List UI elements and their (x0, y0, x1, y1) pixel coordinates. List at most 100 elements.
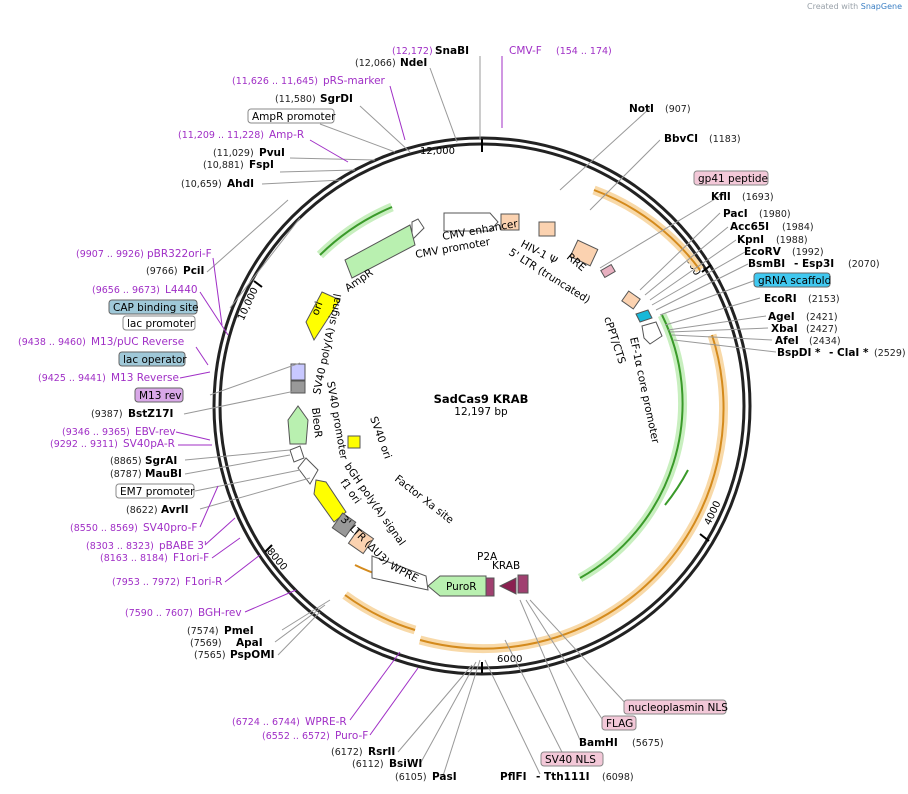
primer-cmv-f-coord: (154 .. 174) (556, 46, 612, 57)
tick-12000: 12,000 (420, 146, 455, 157)
wpre-shape (371, 555, 429, 591)
ahdi-coord: (10,659) (181, 179, 222, 190)
site-bsmbi-coord: (2070) (848, 259, 880, 270)
sv40pa2-shape (290, 380, 306, 394)
orange-arc-2-core (344, 594, 416, 631)
wpre-coord: (6724 .. 6744) (232, 717, 300, 728)
site-ndei: NdeI (400, 57, 427, 69)
sadcas9-arc-core (419, 334, 725, 650)
label-bleor: BleoR (309, 407, 324, 438)
site-agei: AgeI (768, 311, 795, 323)
site-lac-operator: lac operator (123, 354, 187, 366)
label-factor-xa: Factor Xa site (392, 473, 456, 526)
primer-m13puc: M13/pUC Reverse (91, 336, 184, 348)
primer-pbabe: pBABE 3' (159, 540, 207, 552)
site-paci-coord: (1980) (759, 209, 791, 220)
primer-sv40pro-f: SV40pro-F (143, 522, 197, 534)
em7-box (115, 483, 195, 499)
site-acc65i: Acc65I (730, 221, 769, 233)
grna-shape (635, 309, 653, 323)
maubi-coord: (8787) (110, 469, 142, 480)
tick-6000: 6000 (497, 654, 522, 665)
site-sgrai: SgrAI (145, 455, 177, 467)
f1orif-coord: (8163 .. 8184) (100, 553, 168, 564)
site-clai: - ClaI * (829, 347, 869, 359)
nls-shape (517, 574, 529, 594)
site-bspdi-coord: (2529) (874, 348, 906, 359)
site-afei-coord: (2434) (809, 336, 841, 347)
ef1a-shape (641, 321, 663, 345)
ampr-promoter-box (247, 108, 335, 124)
site-pasi: PasI (432, 771, 457, 783)
site-xbai: XbaI (771, 323, 798, 335)
site-sv40nls: SV40 NLS (545, 754, 596, 766)
primer-ebv-rev: EBV-rev (135, 426, 176, 438)
gp41-shape (600, 263, 616, 279)
site-noti-coord: (907) (665, 104, 691, 115)
flag-box (601, 715, 637, 731)
cap-box (108, 299, 198, 315)
primer-l4440: L4440 (165, 284, 198, 296)
ampr-shape (344, 224, 416, 279)
snabi-coord: (12,172) (392, 46, 433, 57)
ltr3-gray-shape (331, 512, 357, 538)
snapgene-logo: SnapGene (860, 2, 902, 11)
sv40pa-coord: (9292 .. 9311) (50, 439, 118, 450)
cppt-shape (621, 290, 641, 310)
site-bbvci-coord: (1183) (709, 134, 741, 145)
grna-box (753, 272, 831, 288)
site-paci: PacI (723, 208, 748, 220)
label-cppt: cPPT/CTS (601, 315, 628, 365)
site-pvui: PvuI (259, 147, 285, 159)
site-bspdi: BspDI * (777, 347, 821, 359)
ebv-coord: (9346 .. 9365) (62, 427, 130, 438)
gp41-box (693, 170, 769, 186)
site-ampr-promoter: AmpR promoter (252, 111, 336, 123)
m13rev-box (134, 387, 184, 403)
sgrai-coord: (8865) (110, 456, 142, 467)
bstz17i-coord: (9387) (91, 409, 123, 420)
site-bamhi: BamHI (579, 737, 618, 749)
gp41-arc-core (593, 189, 701, 271)
backbone-outer (212, 136, 752, 676)
site-pspomi: PspOMI (230, 649, 275, 661)
primer-puro-f: Puro-F (335, 730, 368, 742)
site-kpni-coord: (1988) (776, 235, 808, 246)
m13rev-coord: (9425 .. 9441) (38, 373, 106, 384)
site-xbai-coord: (2427) (806, 324, 838, 335)
plasmid-length: 12,197 bp (454, 406, 508, 418)
site-kfli-coord: (1693) (742, 192, 774, 203)
pbr-coord: (9907 .. 9926) (76, 249, 144, 260)
f1orir-coord: (7953 .. 7972) (112, 577, 180, 588)
primer-m13-reverse: M13 Reverse (111, 372, 179, 384)
bleor-shape (287, 405, 309, 445)
sv40-promoter-shape (289, 445, 305, 463)
site-ecori: EcoRI (764, 293, 797, 305)
primer-bgh-rev: BGH-rev (198, 607, 242, 619)
pcii-coord: (9766) (146, 266, 178, 277)
sv40nls-box (540, 751, 604, 767)
ndei-coord: (12,066) (355, 58, 396, 69)
site-lac-promoter: lac promoter (127, 318, 195, 330)
site-rsrii-coord: (6172) (331, 747, 363, 758)
label-sv40-ori: SV40 ori (367, 415, 393, 461)
site-bamhi-coord: (5675) (632, 738, 664, 749)
cmv-promoter-shape (411, 218, 425, 242)
credit-prefix: Created with (807, 2, 859, 11)
hiv-psi-shape (500, 213, 520, 231)
site-esp3i: - Esp3I (794, 258, 834, 270)
site-avrii: AvrII (161, 504, 189, 516)
site-ahdi: AhdI (227, 178, 254, 190)
sv40pro-coord: (8550 .. 8569) (70, 523, 138, 534)
rre-shape (538, 221, 556, 237)
site-afei: AfeI (775, 335, 799, 347)
site-kfli: KflI (711, 191, 731, 203)
puro-coord: (6552 .. 6572) (262, 731, 330, 742)
site-bsmbi: BsmBI (748, 258, 785, 270)
site-grna: gRNA scaffold (758, 275, 831, 287)
site-pflfi: PflFI (500, 771, 527, 783)
fspi-coord: (10,881) (203, 160, 244, 171)
primer-pbr322ori-f: pBR322ori-F (147, 248, 212, 260)
sv40pa-shape (290, 363, 306, 381)
